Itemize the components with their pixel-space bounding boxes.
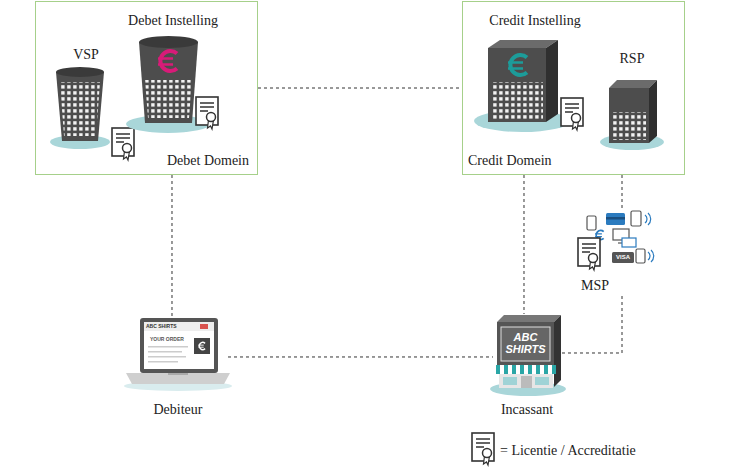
node-label: Credit Domein [468, 153, 552, 169]
legend-entry: = Licentie / Accreditatie [500, 443, 636, 459]
shop-floor [499, 374, 553, 388]
bank-body [139, 42, 198, 123]
screen-price-box [194, 338, 210, 354]
phone-icon [636, 249, 645, 263]
credit-bank-icon [474, 40, 570, 132]
node-label: Credit Instelling [481, 13, 589, 29]
legend-license-icon [472, 433, 494, 465]
license-icon [196, 97, 218, 129]
wireless-icon [645, 213, 651, 225]
card-stripe [606, 217, 625, 220]
laptop-notch [168, 373, 188, 375]
node-label: RSP [603, 51, 661, 67]
card-icon [606, 213, 625, 225]
dashed-connector [523, 175, 524, 314]
institution-node: Credit Instelling [481, 13, 589, 137]
screen-line [148, 351, 182, 353]
bank-windows [145, 80, 192, 118]
dashed-connector [171, 175, 172, 316]
node-label: MSP [576, 278, 614, 294]
node-label: Debet Domein [167, 153, 249, 169]
provider-node: RSP [603, 51, 661, 151]
laptop-icon [124, 318, 232, 391]
node-label: Debet Instelling [113, 13, 233, 29]
screen-badge [200, 324, 208, 329]
screen-line [148, 361, 178, 363]
domain-box: Debet Domein VSP Debet Instelling [35, 1, 258, 175]
bin-body [56, 72, 104, 141]
rsp-icon [600, 80, 664, 150]
building-top [609, 80, 657, 88]
domain-box: Credit Domein Credit InstellingRSP [462, 1, 685, 175]
euro-symbol [158, 51, 177, 71]
building-windows [491, 82, 543, 119]
party-node: ABC SHIRTS Incassant [493, 314, 561, 422]
building-top [488, 40, 558, 48]
dashed-connector [622, 175, 623, 210]
shop-icon [490, 315, 566, 396]
building-side [649, 80, 657, 143]
dashed-connector [561, 296, 622, 353]
provider-node: VSP [59, 47, 113, 147]
vsp-icon [50, 67, 110, 149]
screen-line [148, 356, 186, 358]
provider-node: VISA MSP [576, 210, 662, 296]
shop-window [535, 377, 549, 385]
card-icon [622, 238, 636, 247]
card-icon [612, 252, 634, 263]
laptop-base [126, 373, 230, 384]
shop-front [497, 322, 554, 368]
euro-symbol [198, 343, 205, 350]
shop-window [503, 377, 517, 385]
screen-header [144, 322, 214, 331]
node-label: VISA [612, 254, 634, 260]
license-icon [578, 238, 600, 270]
node-label: Incassant [493, 402, 561, 418]
euro-symbol [508, 55, 527, 75]
building-front [609, 88, 649, 143]
node-label: VSP [59, 47, 113, 63]
phone-icon [587, 216, 596, 230]
institution-node: Debet Instelling [113, 13, 233, 139]
shop-top [497, 315, 561, 322]
laptop-screen [144, 322, 214, 369]
dashed-connector [258, 88, 462, 89]
bank-rim [139, 36, 198, 48]
dashed-connector [228, 356, 493, 357]
shop-door [521, 376, 532, 388]
node-label: YOUR ORDER [150, 337, 184, 342]
laptop-frame [140, 318, 218, 373]
building-side [546, 40, 558, 122]
building-windows [612, 112, 646, 140]
party-node: ABC SHIRTS YOUR ORDER Debiteur [128, 316, 228, 420]
phone-icon [631, 211, 641, 226]
license-icon [112, 128, 134, 160]
shop-sign [501, 327, 550, 361]
screen-line [148, 346, 188, 348]
building-front [488, 48, 546, 122]
node-label: Debiteur [128, 402, 228, 418]
shop-side [554, 315, 561, 387]
bin-rim [56, 67, 104, 77]
license-icon [561, 98, 583, 130]
legend-label: = Licentie / Accreditatie [500, 443, 636, 458]
wireless-icon [648, 250, 654, 262]
node-label: ABC SHIRTS [501, 331, 550, 355]
shop-awning [495, 365, 556, 374]
bin-windows [60, 82, 100, 136]
node-label: ABC SHIRTS [146, 324, 177, 329]
